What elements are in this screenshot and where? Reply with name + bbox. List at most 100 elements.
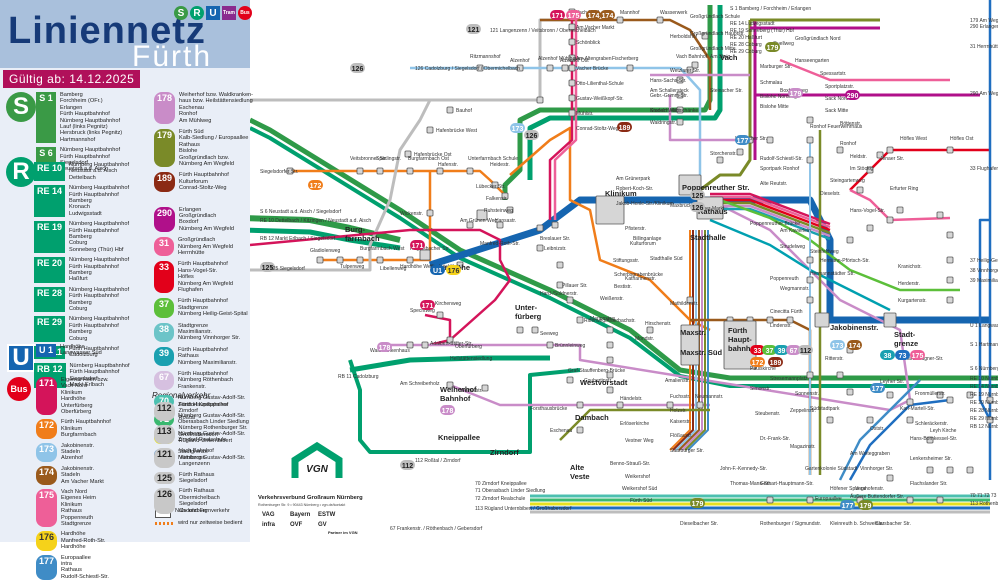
station-marker[interactable] [606,371,614,379]
station-marker[interactable] [491,181,499,189]
station-marker[interactable] [896,206,904,214]
station-marker[interactable] [701,32,709,40]
station-marker[interactable] [986,416,994,424]
station-marker[interactable] [406,167,414,175]
station-marker[interactable] [568,38,576,46]
station-marker[interactable] [561,64,569,72]
station-marker[interactable] [356,167,364,175]
station-marker[interactable] [576,401,584,409]
station-marker[interactable] [806,256,814,264]
station-marker[interactable] [576,426,584,434]
station-marker[interactable] [906,416,914,424]
station-marker[interactable] [466,167,474,175]
station-marker[interactable] [676,91,684,99]
station-marker[interactable] [946,146,954,154]
station-marker[interactable] [906,398,914,406]
station-marker[interactable] [926,466,934,474]
station-marker[interactable] [826,416,834,424]
station-marker[interactable] [286,167,294,175]
station-marker[interactable] [568,64,576,72]
major-station-stadtgrenze[interactable] [883,312,897,328]
station-marker[interactable] [556,261,564,269]
station-marker[interactable] [946,231,954,239]
station-marker[interactable] [936,211,944,219]
station-marker[interactable] [946,276,954,284]
station-marker[interactable] [566,296,574,304]
station-marker[interactable] [336,256,344,264]
station-marker[interactable] [536,244,544,252]
station-marker[interactable] [421,341,429,349]
station-marker[interactable] [566,376,574,384]
station-marker[interactable] [446,336,454,344]
station-marker[interactable] [568,79,576,87]
station-marker[interactable] [536,96,544,104]
station-marker[interactable] [568,94,576,102]
station-marker[interactable] [806,136,814,144]
station-marker[interactable] [646,326,654,334]
station-marker[interactable] [716,156,724,164]
station-marker[interactable] [696,401,704,409]
station-marker[interactable] [536,224,544,232]
station-marker[interactable] [866,224,874,232]
station-marker[interactable] [936,391,944,399]
station-marker[interactable] [936,496,944,504]
station-marker[interactable] [966,391,974,399]
station-marker[interactable] [376,167,384,175]
station-marker[interactable] [876,151,884,159]
station-marker[interactable] [568,54,576,62]
station-marker[interactable] [568,23,576,31]
station-marker[interactable] [906,496,914,504]
station-marker[interactable] [866,416,874,424]
station-marker[interactable] [886,146,894,154]
station-marker[interactable] [501,192,509,200]
major-station-jakobinenstr[interactable] [814,312,830,328]
station-marker[interactable] [476,64,484,72]
station-marker[interactable] [846,236,854,244]
station-marker[interactable] [836,146,844,154]
station-marker[interactable] [886,216,894,224]
station-marker[interactable] [404,150,412,158]
station-marker[interactable] [846,388,854,396]
station-marker[interactable] [426,209,434,217]
station-marker[interactable] [506,206,514,214]
station-marker[interactable] [806,156,814,164]
station-marker[interactable] [766,316,774,324]
major-station-stadthalle[interactable] [476,209,488,221]
station-marker[interactable] [496,221,504,229]
station-marker[interactable] [316,256,324,264]
station-marker[interactable] [686,66,694,74]
station-marker[interactable] [806,371,814,379]
station-marker[interactable] [946,396,954,404]
station-marker[interactable] [356,256,364,264]
station-marker[interactable] [676,76,684,84]
major-station-hardhoehe[interactable] [419,249,431,261]
station-marker[interactable] [446,106,454,114]
station-marker[interactable] [616,16,624,24]
station-marker[interactable] [836,371,844,379]
station-marker[interactable] [736,148,744,156]
station-marker[interactable] [986,396,994,404]
station-marker[interactable] [576,316,584,324]
station-marker[interactable] [786,316,794,324]
station-marker[interactable] [616,401,624,409]
station-marker[interactable] [376,256,384,264]
station-marker[interactable] [546,341,554,349]
station-marker[interactable] [546,64,554,72]
station-marker[interactable] [406,341,414,349]
major-station-klinikum[interactable] [595,195,625,225]
station-marker[interactable] [436,167,444,175]
station-marker[interactable] [926,436,934,444]
station-marker[interactable] [426,126,434,134]
station-marker[interactable] [886,474,894,482]
station-marker[interactable] [516,326,524,334]
station-marker[interactable] [516,64,524,72]
station-marker[interactable] [686,296,694,304]
station-marker[interactable] [656,16,664,24]
station-marker[interactable] [446,381,454,389]
station-marker[interactable] [866,166,874,174]
station-marker[interactable] [676,118,684,126]
station-marker[interactable] [946,466,954,474]
station-marker[interactable] [766,496,774,504]
station-marker[interactable] [551,221,559,229]
station-marker[interactable] [856,186,864,194]
